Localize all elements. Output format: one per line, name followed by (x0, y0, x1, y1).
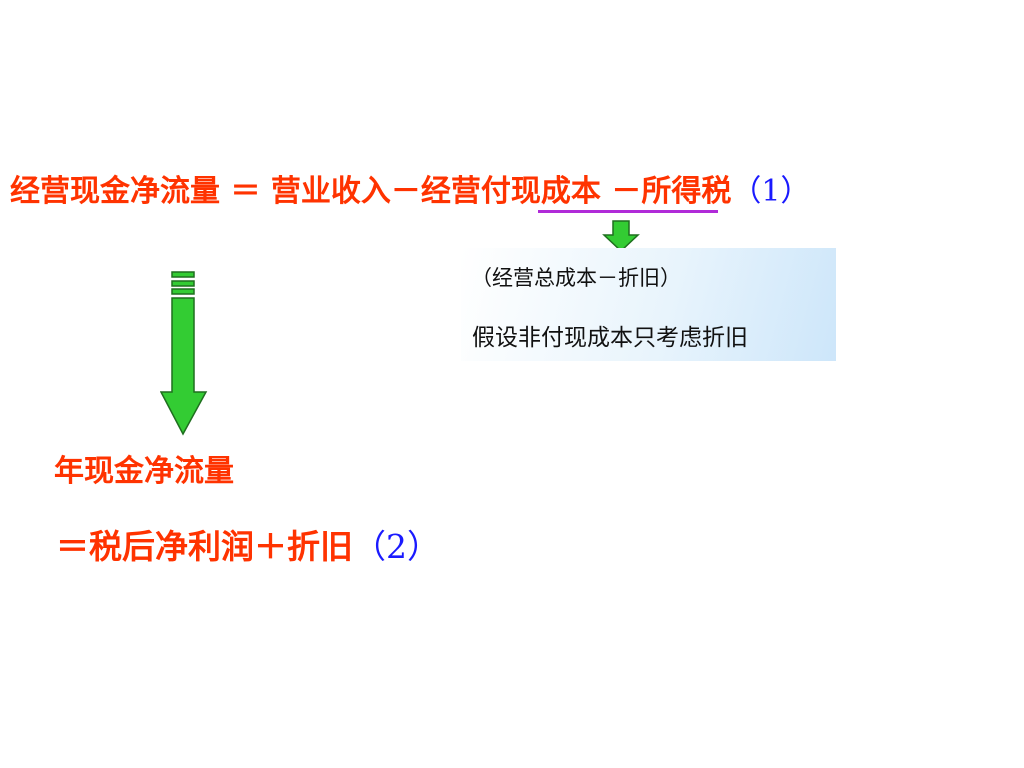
formula-operating-cash-flow: 经营现金净流量 ＝ 营业收入－经营付现成本 －所得税（1） (10, 166, 810, 210)
striped-down-arrow-icon (160, 271, 208, 436)
formula1-tag: （1） (731, 174, 811, 209)
annual-cash-flow-label: 年现金净流量 (54, 454, 234, 489)
cash-cost-underline (538, 210, 718, 213)
note-total-cost-minus-depreciation: （经营总成本－折旧） (471, 266, 681, 290)
formula-annual-cash-flow: ＝税后净利润＋折旧（2） (56, 520, 440, 568)
note-assumption: 假设非付现成本只考虑折旧 (472, 325, 748, 351)
formula1-expression: 经营现金净流量 ＝ 营业收入－经营付现成本 －所得税 (10, 174, 732, 209)
down-arrow-icon (602, 220, 640, 252)
formula2-expression: ＝税后净利润＋折旧 (56, 527, 353, 566)
note-box (461, 248, 836, 361)
formula2-tag: （2） (353, 527, 440, 566)
